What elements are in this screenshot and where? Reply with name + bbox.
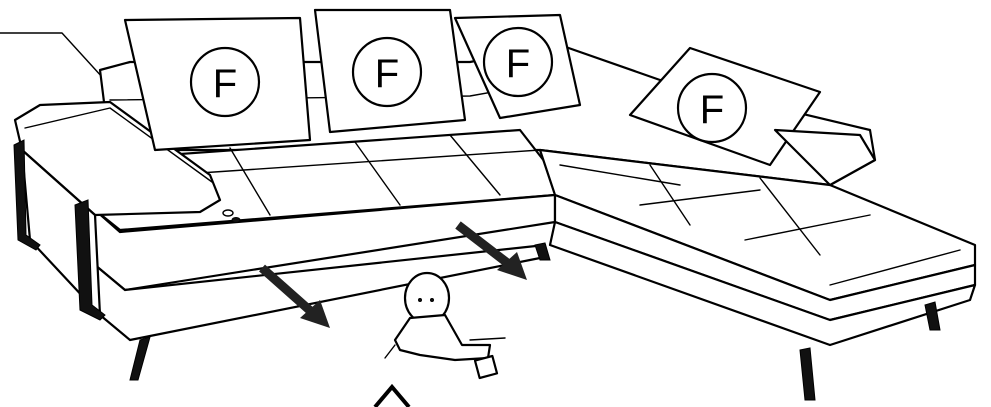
cushion-marker-label: F [506,42,530,86]
cushion-marker-label: F [375,52,399,96]
caret-up-icon [375,387,409,407]
sofa-chaise-section [540,150,975,400]
baby-illustration [385,273,505,378]
cushion-marker-label: F [213,62,237,106]
cushion-marker-label: F [700,88,724,132]
